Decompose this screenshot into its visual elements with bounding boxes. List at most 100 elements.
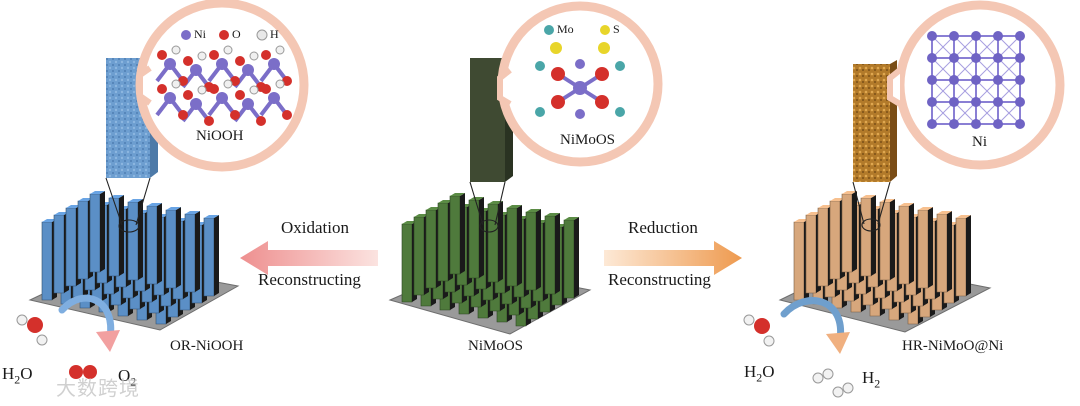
pillar-side [195, 211, 200, 292]
left-reaction-arrow [58, 294, 115, 342]
mo-atom [615, 61, 625, 71]
nimoos-crystal-label: NiMoOS [560, 132, 616, 148]
left-magnifier [135, 0, 309, 172]
pillar-top [78, 198, 93, 201]
pillar-front [841, 193, 853, 273]
o-atom [157, 50, 167, 60]
o-atom [178, 76, 188, 86]
mo-atom [615, 107, 625, 117]
ni-atom [268, 92, 280, 104]
pillar-top [956, 215, 971, 218]
pillar-top [450, 193, 465, 196]
h-atom [171, 79, 181, 89]
ni-atom [575, 109, 585, 119]
pillar-side [928, 207, 933, 288]
right-reaction-arrow-head [826, 332, 850, 354]
h-atom [197, 51, 207, 61]
watermark: 大数跨境 [56, 378, 140, 400]
ni-atom [927, 119, 937, 129]
h-atom [275, 79, 285, 89]
pillar-top [128, 199, 143, 202]
pillar-front [860, 197, 872, 277]
center-zoom-pillar [470, 58, 505, 182]
right-h2-label: H2 [862, 368, 881, 391]
pillar-front [525, 211, 537, 291]
ni-atom [971, 119, 981, 129]
pillar-top [66, 205, 81, 208]
pillar-front [817, 207, 829, 287]
o-atom [595, 67, 609, 81]
pillar-top [90, 191, 105, 194]
pillar-top [204, 215, 219, 218]
pillar-top [564, 217, 579, 220]
h-atom [249, 85, 259, 95]
zoom-connector-lines [105, 177, 891, 233]
ni-atom [1015, 119, 1025, 129]
pillar-top [42, 219, 57, 222]
pillar-top [185, 211, 200, 214]
center-pillar-array [401, 193, 579, 327]
pillar-front [793, 221, 805, 301]
legend-ni-atom [181, 30, 191, 40]
pillar-side [852, 191, 857, 272]
o-atom [256, 116, 266, 126]
pillar-side [536, 209, 541, 290]
lattice-diagonal [975, 57, 999, 81]
legend-h-atom [256, 29, 268, 41]
ni-atom [190, 98, 202, 110]
ni-atom [216, 92, 228, 104]
h-atom [275, 45, 285, 55]
left-reaction-arrow-head [96, 330, 120, 352]
pillar-front [805, 214, 817, 294]
pillar-top [54, 212, 69, 215]
left-reconstructing-label: Reconstructing [258, 270, 361, 289]
pillar-top [426, 207, 441, 210]
ni-atom [971, 75, 981, 85]
pillar-top [880, 199, 895, 202]
o-atom [282, 110, 292, 120]
ni-atom [993, 53, 1003, 63]
pillar-side [890, 199, 895, 280]
pillar-side [138, 199, 143, 280]
pillar-top [402, 221, 417, 224]
ni-atom [575, 59, 585, 69]
pillar-front [544, 215, 556, 295]
lattice-diagonal [997, 101, 1021, 125]
ni-atom [1015, 31, 1025, 41]
mo-atom [535, 61, 545, 71]
pillar-side [517, 205, 522, 286]
pillar-top [545, 213, 560, 216]
legend-mo-label: Mo [557, 22, 574, 36]
pillar-front [77, 200, 89, 280]
pillar-top [861, 195, 876, 198]
ni-atom [993, 75, 1003, 85]
left-water-molecule [16, 314, 48, 346]
legend-s-label: S [613, 22, 620, 36]
pillar-top [469, 197, 484, 200]
pillar-front [563, 219, 575, 299]
ni-atom [216, 58, 228, 70]
h-atom [197, 85, 207, 95]
pillar-front [65, 207, 77, 287]
pillar-front [53, 214, 65, 294]
ni-atom [971, 97, 981, 107]
left-h2o-label: H2O [2, 364, 33, 387]
pillar-side [966, 215, 971, 296]
ni-atom [190, 64, 202, 76]
ni-atom [971, 53, 981, 63]
pillar-front [829, 200, 841, 280]
pillar-front [449, 195, 461, 275]
pillar-side [947, 211, 952, 292]
pillar-front [401, 223, 413, 303]
pillar-top [806, 212, 821, 215]
ni-atom [993, 97, 1003, 107]
pillar-front [955, 217, 967, 297]
mo-atom [535, 107, 545, 117]
reduction-label: Reduction [628, 218, 698, 237]
niooh-crystal-label: NiOOH [196, 128, 244, 144]
ni-atom [949, 75, 959, 85]
ni-atom [927, 97, 937, 107]
lattice-diagonal [931, 101, 955, 125]
pillar-side [460, 193, 465, 274]
pillar-side [574, 217, 579, 298]
